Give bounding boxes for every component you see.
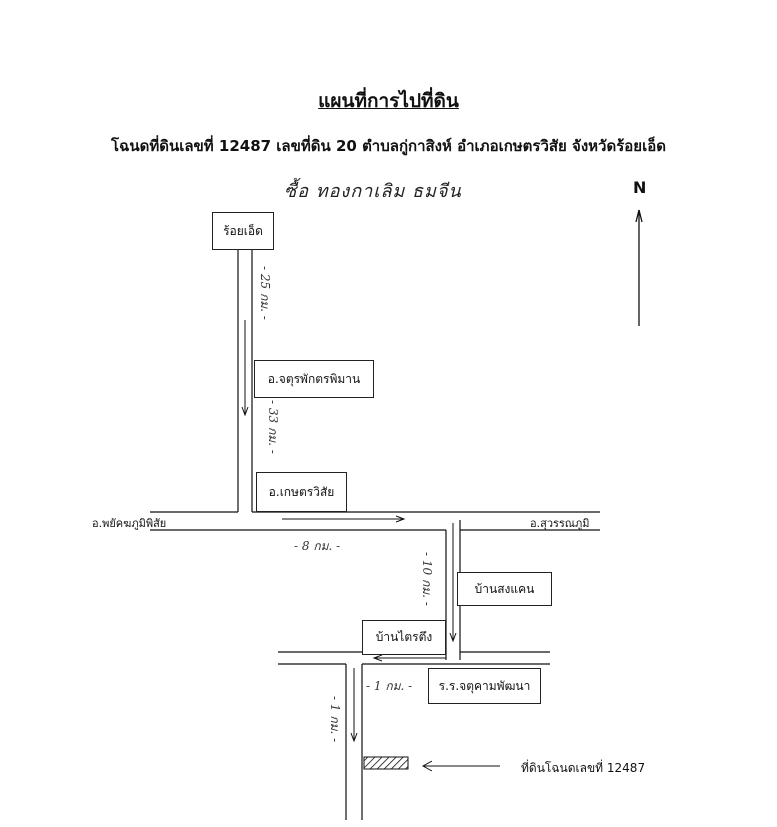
place-ban-song-khaen: บ้านสงแคน [457, 572, 552, 606]
map-title: แผนที่การไปที่ดิน [318, 90, 459, 112]
place-ban-trai-tueng: บ้านไตรตึง [362, 620, 446, 655]
distance-label-2: - 33 กม. - [266, 400, 280, 454]
place-kaset-wisai: อ.เกษตรวิสัย [256, 472, 347, 512]
distance-label-4: - 10 กม. - [420, 552, 434, 606]
place-roi-et: ร้อยเอ็ด [212, 212, 274, 250]
direction-arrow-south-3-head [350, 732, 358, 743]
place-school: ร.ร.จตุคามพัฒนา [428, 668, 541, 704]
direction-arrow-south-2-head [449, 632, 457, 643]
place-chaturaphak: อ.จตุรพักตรพิมาน [254, 360, 374, 398]
plot-pointer-head [421, 760, 433, 772]
distance-label-1: - 25 กม. - [258, 266, 272, 320]
handwritten-owner: ซื้อ ทองกาเลิม ธมจีน [284, 181, 462, 202]
direction-arrow-south-1-head [241, 406, 249, 417]
distance-label-5: - 1 กม. - [366, 679, 413, 693]
land-plot [363, 756, 409, 770]
distance-label-6: - 1 กม. - [328, 696, 342, 743]
north-label: N [633, 178, 647, 197]
plot-label: ที่ดินโฉนดเลขที่ 12487 [521, 761, 646, 775]
direction-arrow-west-head [372, 654, 383, 662]
distance-label-3: - 8 กม. - [294, 539, 341, 553]
north-arrow-head [635, 209, 643, 223]
direction-arrow-east-head [395, 515, 406, 523]
place-suwannaphum: อ.สุวรรณภูมิ [530, 517, 590, 530]
place-phayakkhaphum: อ.พยัคฆภูมิพิสัย [92, 517, 167, 530]
deed-subtitle: โฉนดที่ดินเลขที่ 12487 เลขที่ดิน 20 ตำบล… [111, 137, 666, 155]
